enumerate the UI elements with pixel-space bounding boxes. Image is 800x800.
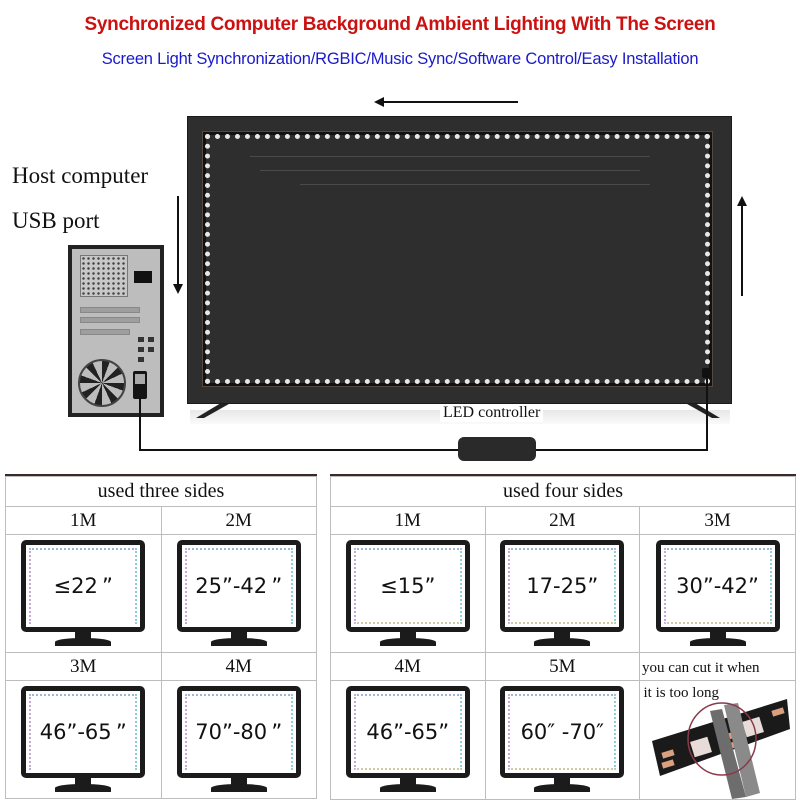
scissors-cutting-strip-icon — [651, 699, 790, 799]
tv-stand-left — [196, 400, 236, 418]
length-2m: 2M — [160, 506, 317, 535]
monitor-icon: 46”-65 ” — [21, 685, 146, 794]
monitor-cell: ≤22 ” — [5, 534, 162, 653]
monitor-icon: 60″ -70″ — [500, 686, 625, 794]
screen-size: 60″ -70″ — [520, 720, 604, 744]
arrow-down-icon — [177, 196, 179, 286]
length-4m: 4M — [160, 652, 317, 681]
screen-size: 46”-65” — [366, 720, 450, 744]
led-strip — [205, 134, 710, 384]
led-controller-label: LED controller — [440, 404, 544, 422]
monitor-icon: 17-25” — [500, 539, 625, 648]
monitor-cell: 46”-65 ” — [5, 680, 162, 799]
usb-port-label: USB port — [12, 208, 100, 233]
arrow-up-head — [737, 196, 747, 206]
led-controller-icon — [458, 437, 536, 461]
io-port — [138, 357, 144, 362]
monitor-cell: 70”-80 ” — [160, 680, 317, 799]
expansion-slot — [80, 307, 140, 313]
screen-glare — [260, 170, 640, 171]
monitor-cell: 46”-65” — [330, 680, 486, 800]
four-sides-table: used four sides 1M 2M 3M ≤15” 17-25” 30”… — [330, 476, 796, 800]
length-1m: 1M — [5, 506, 162, 535]
monitor-cell: 30”-42” — [639, 534, 796, 653]
arrow-up-icon — [741, 204, 743, 296]
io-port — [138, 347, 144, 352]
tv-screen — [187, 116, 732, 404]
screen-size: 25”-42 ” — [195, 573, 283, 598]
computer-tower — [68, 245, 164, 417]
length-2m: 2M — [484, 506, 641, 535]
length-4m: 4M — [330, 652, 486, 681]
monitor-icon: ≤22 ” — [21, 539, 146, 648]
screen-glare — [250, 156, 650, 157]
monitor-icon: ≤15” — [345, 539, 470, 648]
table-top-border — [5, 474, 317, 476]
rear-fan-icon — [78, 359, 126, 407]
screen-size: 70”-80 ” — [195, 719, 283, 744]
strip-connector — [702, 368, 712, 378]
monitor-icon: 46”-65” — [345, 686, 470, 794]
monitor-icon: 30”-42” — [655, 539, 780, 648]
length-1m: 1M — [330, 506, 486, 535]
monitor-icon: 25”-42 ” — [176, 539, 301, 648]
cut-illustration-cell: it is too long — [639, 680, 796, 800]
led-cable — [534, 449, 708, 451]
cut-note-line1: you can cut it when — [642, 659, 760, 676]
cut-strip-illustration: it is too long — [642, 681, 794, 799]
led-cable — [706, 372, 708, 451]
psu-fan-icon — [80, 255, 128, 297]
usb-connector — [135, 374, 145, 384]
table-top-border — [330, 474, 796, 476]
page-title: Synchronized Computer Background Ambient… — [84, 14, 716, 35]
monitor-icon: 70”-80 ” — [176, 685, 301, 794]
tv-stand-right — [680, 400, 720, 418]
arrow-left-head — [374, 97, 384, 107]
monitor-cell: ≤15” — [330, 534, 486, 653]
led-strip-backing — [202, 131, 713, 387]
screen-size: 46”-65 ” — [39, 719, 127, 744]
monitor-cell: 17-25” — [484, 534, 641, 653]
screen-size: 30”-42” — [676, 573, 759, 598]
usb-cable — [139, 449, 461, 451]
host-computer-label: Host computer — [12, 163, 149, 188]
page-subtitle: Screen Light Synchronization/RGBIC/Music… — [101, 50, 699, 68]
length-3m: 3M — [5, 652, 162, 681]
four-sides-header: used four sides — [330, 476, 796, 507]
io-port — [138, 337, 144, 342]
screen-size: ≤15” — [380, 573, 436, 598]
usb-cable — [139, 398, 141, 450]
arrow-left-icon — [378, 101, 518, 103]
io-port — [148, 337, 154, 342]
length-5m: 5M — [484, 652, 641, 681]
screen-glare — [300, 184, 650, 185]
three-sides-header: used three sides — [5, 476, 317, 507]
screen-size: ≤22 ” — [53, 573, 113, 598]
monitor-cell: 25”-42 ” — [160, 534, 317, 653]
expansion-slot — [80, 329, 130, 335]
monitor-cell: 60″ -70″ — [484, 680, 641, 800]
io-port — [148, 347, 154, 352]
screen-size: 17-25” — [526, 573, 599, 598]
cut-note-line2: it is too long — [643, 685, 719, 701]
arrow-down-head — [173, 284, 183, 294]
expansion-slot — [80, 317, 140, 323]
three-sides-table: used three sides 1M 2M ≤22 ” 25”-42 ” 3M… — [5, 476, 317, 799]
power-socket-icon — [134, 271, 152, 283]
cut-note-cell: you can cut it when — [639, 652, 796, 681]
length-3m: 3M — [639, 506, 796, 535]
